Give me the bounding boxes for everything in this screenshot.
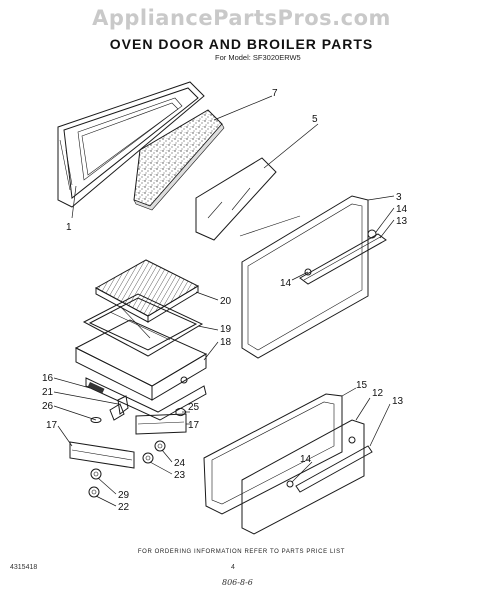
outer-door-panel-part <box>239 195 387 359</box>
callout-14-handle: 14 <box>280 278 292 289</box>
callout-22: 22 <box>118 502 130 513</box>
callout-13-broiler: 13 <box>392 396 404 407</box>
callout-17-lower: 17 <box>46 420 58 431</box>
callout-5: 5 <box>312 114 318 125</box>
broiler-door-inner-part <box>203 393 343 515</box>
callout-29: 29 <box>118 490 130 501</box>
broiler-door-outer-part <box>241 419 373 535</box>
callout-leader-lines <box>53 95 395 507</box>
callout-19: 19 <box>220 324 232 335</box>
callout-23: 23 <box>174 470 186 481</box>
broiler-pan-part <box>82 293 204 357</box>
broiler-grid-part <box>94 259 200 323</box>
callout-1: 1 <box>66 222 72 233</box>
callout-21: 21 <box>42 387 54 398</box>
door-insulation-part <box>133 109 225 211</box>
callout-14-broiler: 14 <box>300 454 312 465</box>
small-hardware-parts <box>90 395 187 423</box>
callout-24: 24 <box>174 458 186 469</box>
callout-3: 3 <box>396 192 402 203</box>
model-subtitle: For Model: SF3020ERW5 <box>215 53 301 62</box>
callout-25: 25 <box>188 402 200 413</box>
callout-12: 12 <box>372 388 384 399</box>
callout-17-upper: 17 <box>188 420 200 431</box>
callout-18: 18 <box>220 337 232 348</box>
callout-26: 26 <box>42 401 54 412</box>
callout-numbers: 1 7 5 3 14 13 14 20 19 18 16 21 26 25 17… <box>42 88 408 513</box>
callout-13-door: 13 <box>396 216 408 227</box>
oven-door-frame-part <box>57 81 205 208</box>
roller-parts <box>88 440 166 498</box>
callout-20: 20 <box>220 296 232 307</box>
broiler-slide-rails <box>69 413 187 469</box>
broiler-drawer-part <box>74 319 208 421</box>
callout-14-door: 14 <box>396 204 408 215</box>
page-title: OVEN DOOR AND BROILER PARTS <box>109 36 374 52</box>
page-number: 4 <box>231 564 235 571</box>
callout-7: 7 <box>272 88 278 99</box>
document-code: 4315418 <box>10 564 38 571</box>
door-glass-part <box>195 157 277 241</box>
callout-16: 16 <box>42 373 54 384</box>
handwritten-mark: 806-8-6 <box>222 578 253 587</box>
watermark-text: AppliancePartsPros.com <box>92 6 391 30</box>
callout-15: 15 <box>356 380 368 391</box>
ordering-information-note: FOR ORDERING INFORMATION REFER TO PARTS … <box>137 549 346 555</box>
